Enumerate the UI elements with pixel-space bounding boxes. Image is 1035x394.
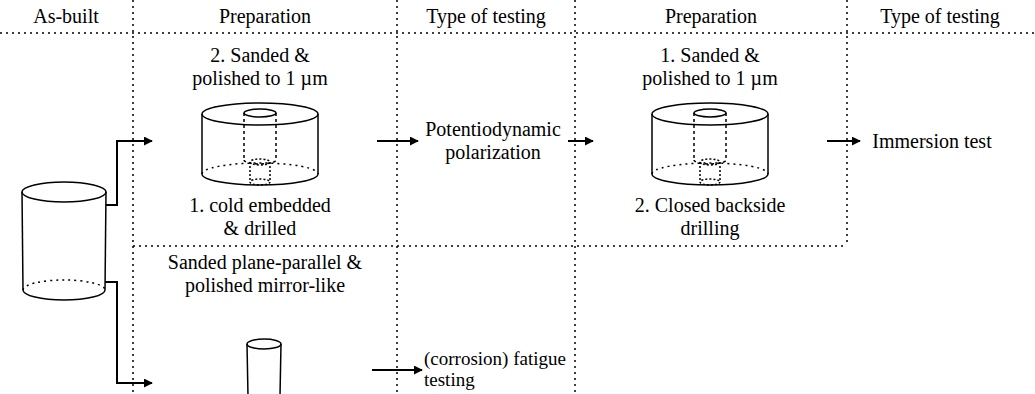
drill-hole — [699, 162, 701, 182]
flow-arrow — [827, 140, 860, 142]
specimen-side — [247, 344, 248, 394]
branch-arrow — [105, 282, 152, 383]
specimen-side — [280, 344, 281, 394]
cylinder-top — [22, 182, 106, 202]
column-separator — [574, 0, 576, 394]
column-header: Preparation — [665, 4, 757, 28]
branch-arrow — [106, 141, 152, 205]
step-text: 2. Closed backside drilling — [628, 194, 793, 240]
sample-face — [244, 109, 276, 117]
embedding-side — [651, 114, 653, 174]
embedding-side — [767, 114, 769, 174]
column-separator — [846, 0, 848, 246]
cylinder-side — [105, 192, 106, 290]
sample-hidden-edge — [693, 113, 695, 160]
sample-hidden-edge — [243, 113, 245, 160]
embedding-bottom — [202, 174, 318, 185]
embedding-bottom — [652, 174, 768, 185]
test-step: (corrosion) fatigue testing — [424, 349, 572, 391]
drill-hole — [700, 179, 720, 185]
test-step: Immersion test — [862, 130, 1002, 153]
header-separator — [0, 32, 1035, 34]
preparation-step: 1. Sanded & polished to 1 µm 2. Closed ba… — [595, 44, 825, 240]
drill-hole — [249, 162, 251, 182]
embedding-side — [201, 114, 203, 174]
embedding-bottom-hidden — [202, 163, 318, 174]
step-text: 2. Sanded & polished to 1 µm — [185, 44, 335, 90]
preparation-step: Sanded plane-parallel & polished mirror-… — [160, 251, 370, 381]
column-header: Type of testing — [880, 4, 1000, 28]
cylinder-bottom-hidden — [23, 280, 105, 290]
test-step: Potentiodynamic polarization — [420, 118, 566, 164]
drill-hole — [719, 162, 721, 182]
preparation-step: 2. Sanded & polished to 1 µm 1. cold embe… — [145, 44, 375, 240]
column-header: As-built — [33, 4, 99, 28]
step-text: 1. cold embedded & drilled — [185, 194, 335, 240]
sample-hidden-edge — [244, 160, 276, 164]
drill-hole — [269, 162, 271, 182]
step-text: Immersion test — [862, 130, 1002, 153]
flow-arrow — [377, 140, 418, 142]
column-separator — [132, 0, 134, 394]
sample-face — [694, 109, 726, 117]
column-header: Type of testing — [426, 4, 546, 28]
embedding-top — [202, 103, 318, 125]
step-text: Potentiodynamic polarization — [420, 118, 566, 164]
column-header: Preparation — [219, 4, 311, 28]
embedding-side — [317, 114, 319, 174]
cylinder-bottom — [23, 290, 105, 300]
cylinder-side — [22, 192, 23, 290]
embedding-bottom-hidden — [652, 163, 768, 174]
drill-hole — [250, 179, 270, 185]
row-separator — [133, 245, 847, 247]
flow-arrow — [372, 369, 422, 371]
drill-hole — [700, 159, 720, 165]
step-text: 1. Sanded & polished to 1 µm — [628, 44, 793, 90]
specimen-top — [247, 339, 281, 349]
step-text: (corrosion) fatigue testing — [424, 349, 572, 391]
sample-hidden-edge — [694, 160, 726, 164]
drill-hole — [250, 159, 270, 165]
step-text: Sanded plane-parallel & polished mirror-… — [165, 251, 365, 297]
flow-arrow — [568, 140, 593, 142]
column-separator — [396, 0, 398, 394]
embedding-top — [652, 103, 768, 125]
sample-hidden-edge — [275, 113, 277, 160]
sample-hidden-edge — [725, 113, 727, 160]
